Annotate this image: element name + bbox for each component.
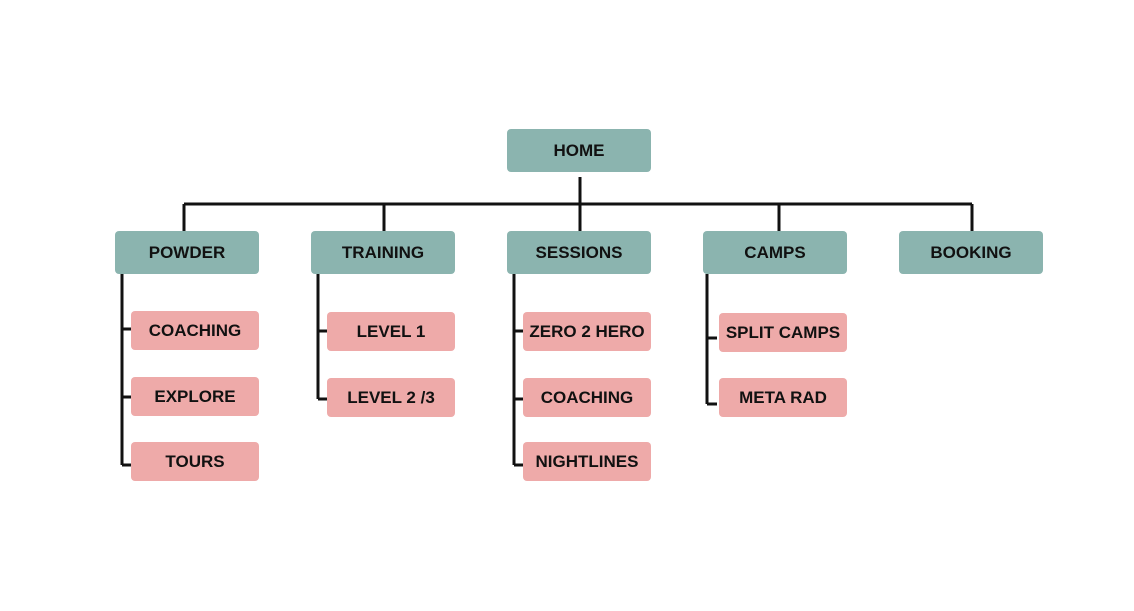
node-powder-explore[interactable]: EXPLORE: [131, 377, 259, 416]
node-camps-meta-rad[interactable]: META RAD: [719, 378, 847, 417]
node-camps-split-camps[interactable]: SPLIT CAMPS: [719, 313, 847, 352]
node-sessions-coaching[interactable]: COACHING: [523, 378, 651, 417]
node-booking[interactable]: BOOKING: [899, 231, 1043, 274]
node-sessions[interactable]: SESSIONS: [507, 231, 651, 274]
node-powder-tours[interactable]: TOURS: [131, 442, 259, 481]
node-training-level-1[interactable]: LEVEL 1: [327, 312, 455, 351]
node-training[interactable]: TRAINING: [311, 231, 455, 274]
node-home[interactable]: HOME: [507, 129, 651, 172]
node-powder-coaching[interactable]: COACHING: [131, 311, 259, 350]
node-camps[interactable]: CAMPS: [703, 231, 847, 274]
node-powder[interactable]: POWDER: [115, 231, 259, 274]
node-training-level-2-3[interactable]: LEVEL 2 /3: [327, 378, 455, 417]
node-sessions-nightlines[interactable]: NIGHTLINES: [523, 442, 651, 481]
node-sessions-zero-2-hero[interactable]: ZERO 2 HERO: [523, 312, 651, 351]
